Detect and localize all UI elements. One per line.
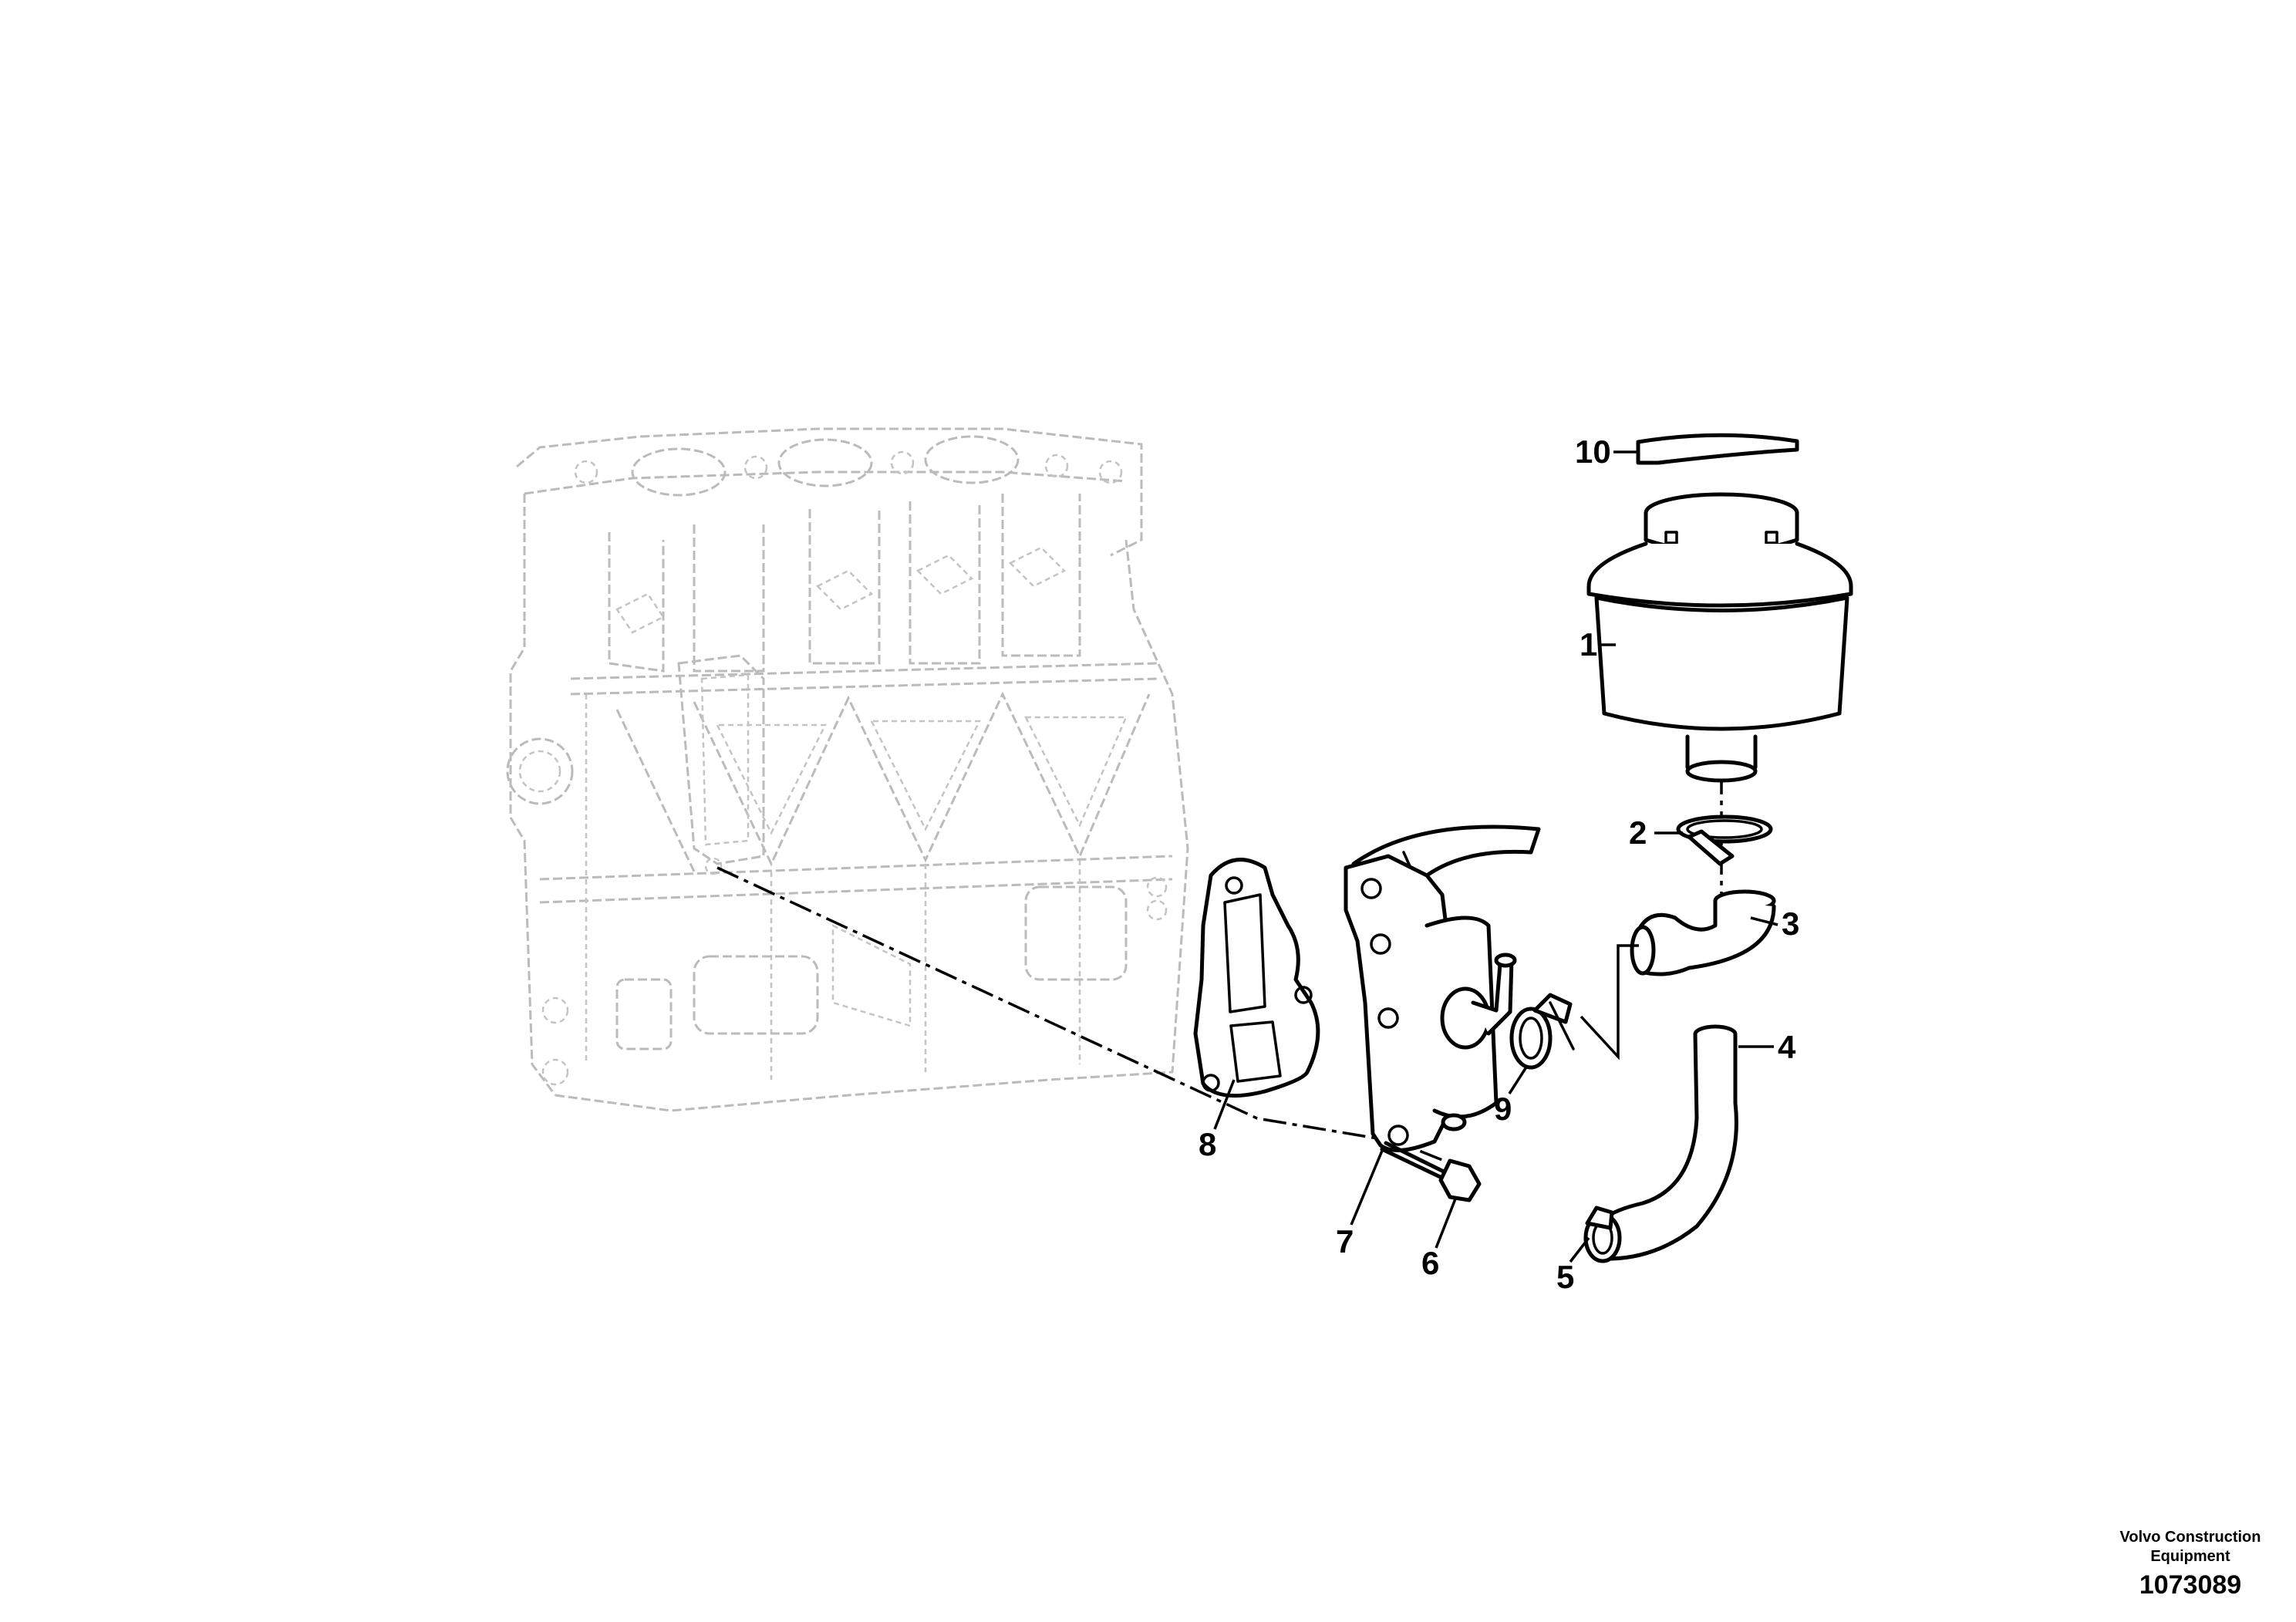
part-10-cover	[1636, 433, 1799, 465]
brand-line-2: Equipment	[2150, 1548, 2230, 1565]
part-8-gasket	[1193, 858, 1320, 1098]
part-2-hose-clamp	[1676, 814, 1773, 866]
brand-line-1: Volvo Construction	[2119, 1529, 2261, 1546]
callout-2: 2	[1629, 814, 1647, 851]
callout-6: 6	[1421, 1245, 1439, 1281]
part-6-bolt	[1380, 1141, 1482, 1202]
callout-10: 10	[1575, 433, 1611, 470]
callout-7: 7	[1336, 1223, 1354, 1259]
callout-9: 9	[1494, 1091, 1512, 1127]
engine-block	[506, 427, 1189, 1112]
part-5-clamp	[1583, 1206, 1622, 1263]
drawing-number: 1073089	[2139, 1570, 2242, 1600]
callout-4: 4	[1778, 1029, 1796, 1065]
callout-3: 3	[1782, 905, 1799, 942]
part-4-curved-hose	[1596, 1024, 1738, 1261]
part-7-housing	[1344, 824, 1541, 1152]
part-3-elbow-hose	[1630, 889, 1776, 976]
callout-labels: 10 1 2 3 4 5 6 7 8 9	[1199, 433, 1799, 1295]
callout-1: 1	[1580, 626, 1597, 663]
part-1-oil-separator	[1586, 492, 1853, 783]
leader-lines	[1213, 450, 1778, 1263]
callout-8: 8	[1199, 1126, 1216, 1162]
callout-5: 5	[1556, 1259, 1574, 1295]
part-9-clamp	[1509, 993, 1575, 1070]
